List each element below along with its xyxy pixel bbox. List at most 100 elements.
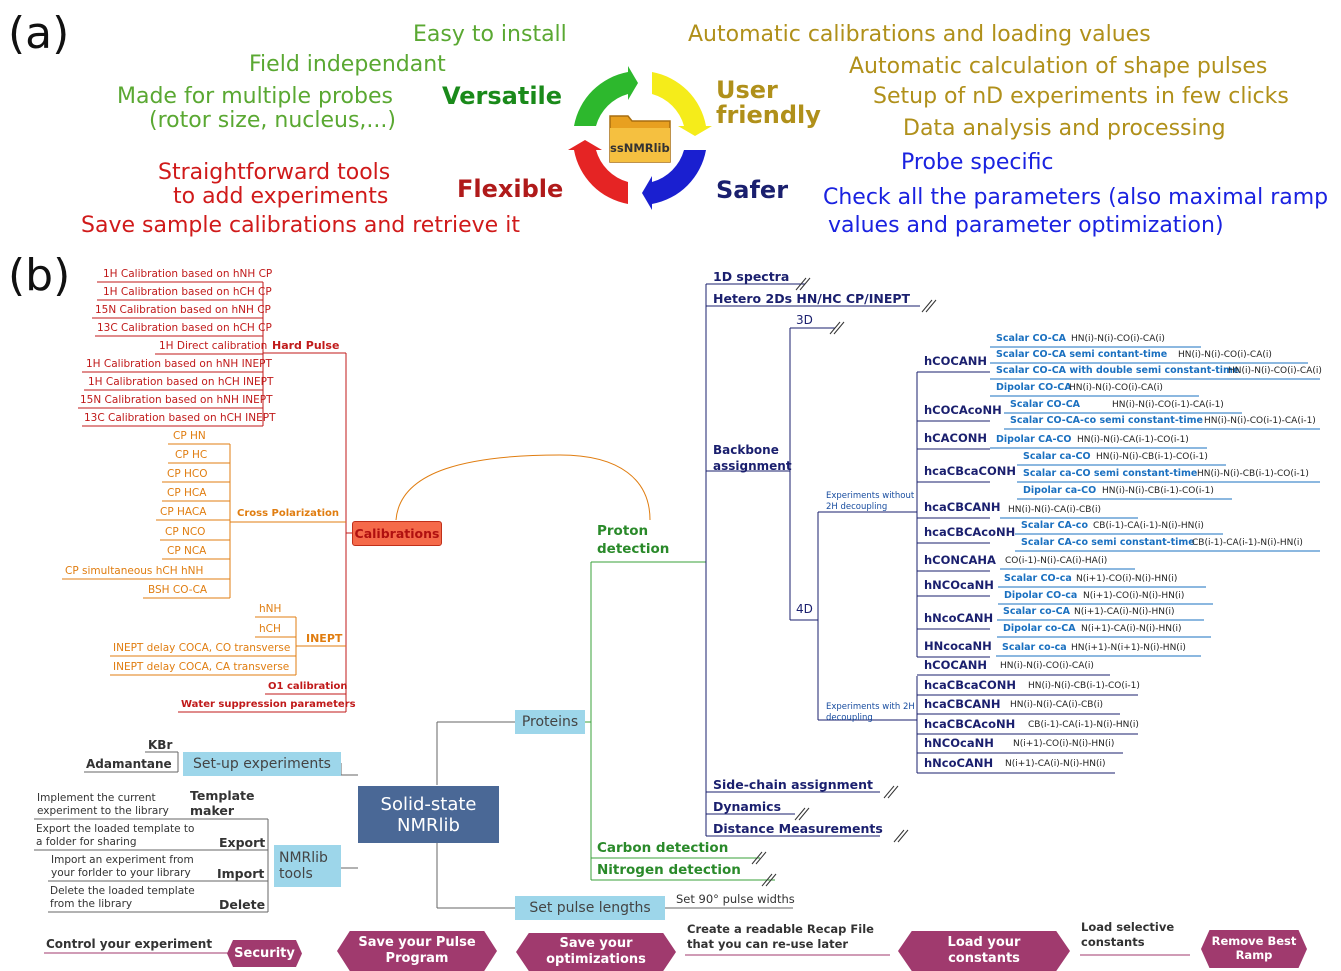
olive-item-2: Automatic calculation of shape pulses [849,54,1268,79]
bb-exp-name: hCOCANH [924,658,987,672]
bb-subexp-label: Scalar CA-co semi constant-time [1021,537,1195,548]
green-item-2: Field independant [249,52,446,77]
bb-exp-name: hCONCAHA [924,553,996,567]
hard-pulse-item: 13C Calibration based on hCH INEPT [84,412,276,424]
cp-item: CP HCA [167,487,207,499]
inept-item: hCH [259,623,281,635]
green-item-1: Easy to install [413,22,567,47]
bb-subexp-label: Scalar CO-CA semi contant-time [996,349,1168,360]
nmrlib-tools-label-2: tools [279,866,313,882]
setup-experiments-node[interactable]: Set-up experiments [183,752,341,776]
remove-ramp-label-1: Remove Best [1211,934,1297,949]
cross-polarization-label: Cross Polarization [237,508,340,519]
bb-sequence: HN(i+1)-N(i+1)-N(i)-HN(i) [1071,643,1186,653]
save-pulse-label-1: Save your Pulse [358,935,476,951]
hard-pulse-item: 1H Calibration based on hNH INEPT [86,358,272,370]
remove-ramp-label-2: Ramp [1235,948,1273,962]
red-item-2: to add experiments [173,184,389,209]
inept-item: hNH [259,603,282,615]
bb-sequence: CB(i-1)-CA(i-1)-N(i)-HN(i) [1028,720,1139,730]
bb-sequence: CB(i-1)-CA(i-1)-N(i)-HN(i) [1093,521,1204,531]
load-constants-label-1: Load your [947,935,1021,951]
tool-name: Import [217,866,265,881]
bb-subexp-label: Dipolar CA-CO [996,434,1072,445]
user-friendly-keyword-2: friendly [716,101,821,129]
blue-item-2: Check all the parameters (also maximal r… [823,185,1329,210]
hard-pulse-item: 1H Calibration based on hCH INEPT [88,376,274,388]
ring-red-segment [574,150,628,204]
bb-sequence: HN(i)-N(i)-CB(i-1)-CO(i-1) [1096,452,1208,462]
folder-icon [609,115,671,163]
save-pulse-label-2: Program [385,951,449,966]
cp-item: CP HACA [160,506,207,518]
nmrlib-tools-node[interactable]: NMRlib tools [274,845,341,887]
bb-exp-name: hCACONH [924,431,987,445]
bb-exp-name: hcaCBcaCONH [924,464,1017,478]
inept-label: INEPT [306,632,343,645]
d4-label: 4D [796,602,813,616]
adamantane-label: Adamantane [86,757,172,771]
versatile-keyword: Versatile [442,82,563,110]
bb-subexp-label: Scalar CO-CA with double semi constant-t… [996,365,1240,376]
bb-sequence: HN(i)-N(i)-CO(i)-CA(i) [1000,661,1094,671]
center-label-2: NMRlib [397,814,460,836]
bb-sequence: CB(i-1)-CA(i-1)-N(i)-HN(i) [1192,538,1303,548]
bb-subexp-label: Scalar CO-CA [996,333,1067,344]
bb-sequence: HN(i)-N(i)-CB(i-1)-CO(i-1) [1197,469,1309,479]
panel-a-label: (a) [8,8,70,59]
proteins-node[interactable]: Proteins [515,710,585,734]
bb-sequence: N(i+1)-CA(i)-N(i)-HN(i) [1005,759,1106,769]
logo-text: ssNMRlib [610,141,670,155]
tool-name: Export [219,835,266,850]
cp-item: CP simultaneous hCH hNH [65,565,204,577]
bb-sequence: N(i+1)-CO(i)-N(i)-HN(i) [1013,739,1115,749]
center-node[interactable]: Solid-state NMRlib [358,786,499,843]
bb-subexp-label: Scalar co-CA [1003,606,1070,617]
bb-sequence: HN(i)-N(i)-CO(i)-CA(i) [1071,334,1165,344]
hard-pulse-item: 1H Direct calibration [159,340,268,352]
bb-exp-name: hcaCBCANH [924,697,1001,711]
save-opt-label-2: optimizations [546,952,646,967]
hard-pulse-item: 15N Calibration based on hNH CP [95,304,271,316]
set-pulse-node[interactable]: Set pulse lengths [515,896,665,920]
bb-sequence: HN(i)-N(i)-CA(i)-CB(i) [1008,505,1101,515]
bb-exp-name: hNcoCANH [924,611,994,625]
load-constants-label-2: constants [948,951,1020,966]
bb-subexp-label: Scalar CO-CA-co semi constant-time [1010,415,1203,426]
bb-exp-name: hcaCBCANH [924,500,1001,514]
bb-subexp-label: Dipolar CO-ca [1004,590,1078,601]
bb-sequence: HN(i)-N(i)-CA(i)-CB(i) [1010,700,1103,710]
bb-sequence: HN(i)-N(i)-CO(i-1)-CA(i-1) [1204,416,1316,426]
bb-exp-name: hcaCBCAcoNH [924,717,1016,731]
hetero-2d-label: Hetero 2Ds HN/HC CP/INEPT [713,291,911,306]
blue-item-3: values and parameter optimization) [828,213,1224,238]
ring-yellow-segment [652,72,706,126]
bb-exp-name: hNCOcaNH [924,578,994,592]
security-label: Security [234,945,295,961]
hard-pulse-item: 1H Calibration based on hCH CP [103,286,272,298]
setup-experiments-label: Set-up experiments [193,756,331,772]
red-item-3: Save sample calibrations and retrieve it [81,213,520,238]
kbr-label: KBr [148,738,173,752]
cp-item: CP NCA [167,545,207,557]
set-pulse-label: Set pulse lengths [529,900,651,916]
security-button[interactable]: Security [227,940,302,967]
bb-sequence: N(i+1)-CO(i)-N(i)-HN(i) [1076,574,1178,584]
safer-keyword: Safer [716,176,789,204]
hard-pulse-label: Hard Pulse [272,339,340,352]
olive-item-3: Setup of nD experiments in few clicks [873,84,1289,109]
green-item-3: Made for multiple probes [117,84,393,109]
cp-item: CP HC [175,449,208,461]
calibrations-node[interactable]: Calibrations [352,521,442,546]
bb-exp-name: hCOCANH [924,354,987,368]
set-pulse-child: Set 90° pulse widths [676,892,795,906]
bb-sequence: N(i+1)-CA(i)-N(i)-HN(i) [1074,607,1175,617]
